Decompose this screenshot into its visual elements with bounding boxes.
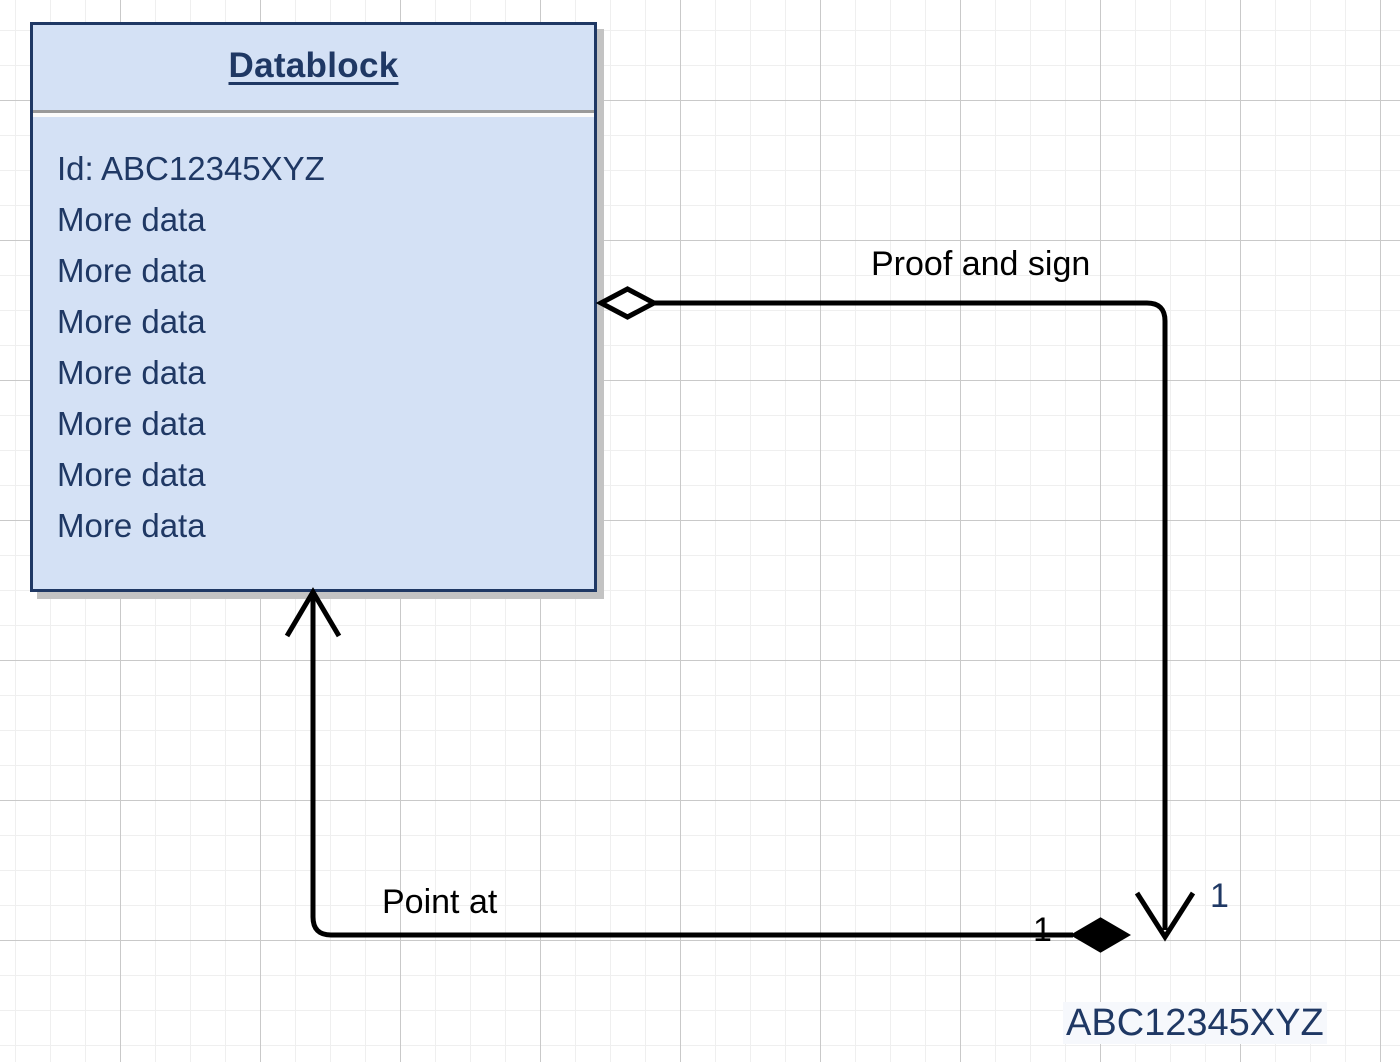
class-box-datablock[interactable]: Datablock Id: ABC12345XYZ More data More…	[30, 22, 597, 592]
class-section-divider	[33, 110, 594, 117]
list-item: More data	[57, 252, 206, 289]
hollow-diamond-icon	[595, 286, 660, 320]
edge-label-point-at: Point at	[382, 883, 498, 921]
list-item: More data	[57, 303, 206, 340]
list-item: More data	[57, 507, 206, 544]
class-attribute-list: Id: ABC12345XYZ More data More data More…	[57, 143, 588, 551]
class-title: Datablock	[228, 46, 399, 85]
list-item: More data	[57, 456, 206, 493]
list-item: More data	[57, 354, 206, 391]
edge-label-proof-and-sign: Proof and sign	[871, 245, 1091, 283]
edge-proof-and-sign[interactable]	[595, 286, 1196, 942]
list-item: Id: ABC12345XYZ	[57, 150, 325, 187]
list-item: More data	[57, 201, 206, 238]
multiplicity-proof-and-sign-target: 1	[1210, 877, 1229, 915]
instance-id-label: ABC12345XYZ	[1063, 1002, 1327, 1044]
edge-proof-and-sign-line	[654, 300, 1168, 930]
multiplicity-point-at-source: 1	[1033, 911, 1052, 949]
open-arrow-down-icon	[1134, 891, 1196, 942]
open-arrow-up-icon	[284, 587, 342, 638]
list-item: More data	[57, 405, 206, 442]
filled-diamond-icon	[1070, 917, 1131, 953]
